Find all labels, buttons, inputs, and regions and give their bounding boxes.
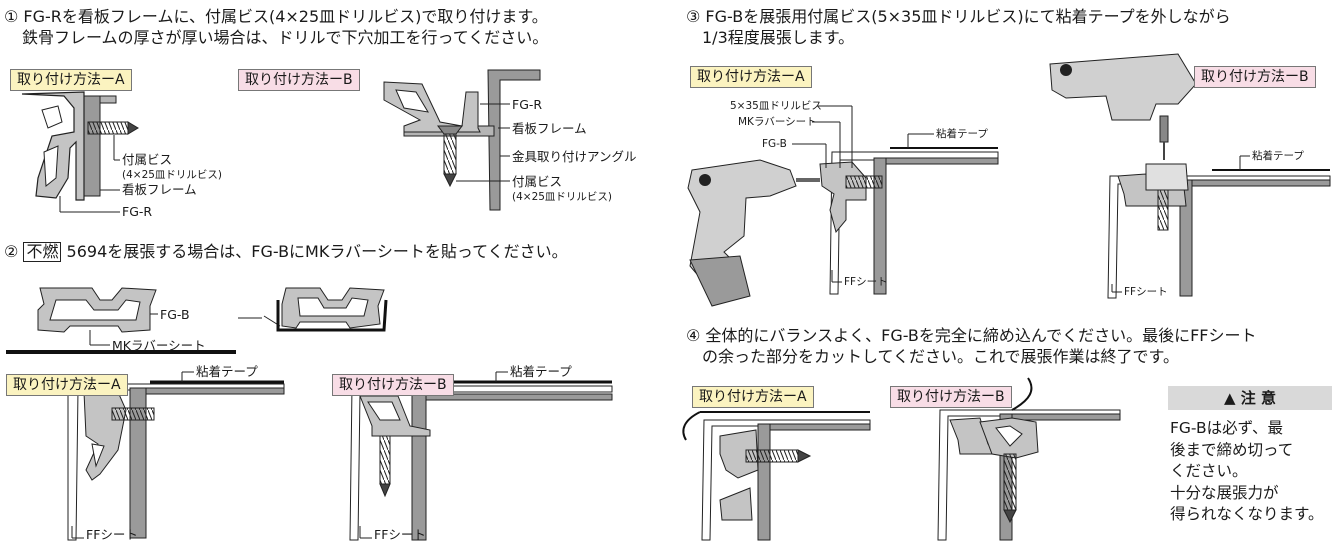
step1-line2: 鉄骨フレームの厚さが厚い場合は、ドリルで下穴加工を行ってください。 [22,28,549,47]
step1-line1: ① FG-Rを看板フレームに、付属ビス(4×25皿ドリルビス)で取り付けます。 [4,7,548,26]
step4-line2: の余った部分をカットしてください。これで展張作業は終了です。 [702,347,1179,366]
warning-title: ▲ 注 意 [1168,386,1332,410]
step1-a-frame-label: 看板フレーム [122,182,197,197]
step2-method-a-tag: 取り付け方法ーA [6,374,128,396]
step3-line2: 1/3程度展張します。 [702,28,855,47]
step3-a-tape-label: 粘着テープ [936,128,988,140]
step2-b-ff-label: FFシート [374,527,426,542]
step3-method-a-tag: 取り付け方法ーA [690,66,812,88]
step2-profiles [6,287,388,354]
step2-prefix: ② [4,242,19,261]
step3-b-ff-label: FFシート [1124,286,1168,298]
step4-method-a-tag: 取り付け方法ーA [692,386,814,408]
step1-a-screw-label: 付属ビス [122,152,173,167]
step1-b-frame-label: 看板フレーム [512,121,587,136]
warning-line: 十分な展張力が [1170,483,1279,502]
warning-body: FG-Bは必ず、最 後まで締め切って ください。 十分な展張力が 得られなくなり… [1170,418,1336,526]
step1-method-b-tag: 取り付け方法ーB [238,69,360,91]
step1-b-angle-label: 金具取り付けアングル [512,149,637,164]
step2-fgb-label: FG-B [160,307,190,322]
step4-a-diagram [682,411,871,541]
warning-line: ください。 [1170,462,1248,480]
step1-b-screw-spec: (4×25皿ドリルビス) [512,191,613,203]
step2-boxed-label: 不燃 [23,242,62,262]
step3-method-b-tag: 取り付け方法ーB [1194,66,1316,88]
step1-a-fgr-label: FG-R [122,204,153,219]
step3-a-diagram [687,105,999,307]
step3-fgb-label: FG-B [762,138,787,150]
step2-mk-label: MKラバーシート [112,338,206,353]
step3-screw-label: 5×35皿ドリルビス [730,100,822,112]
warning-line: FG-Bは必ず、最 [1170,419,1284,437]
step1-b-diagram [383,69,541,211]
step2-a-diagram [67,371,285,541]
step3-b-diagram [1049,53,1331,299]
step4-b-diagram [937,377,1121,541]
step2-b-tape-label: 粘着テープ [510,364,572,379]
step1-b-screw-label: 付属ビス [512,174,563,189]
step2-method-b-tag: 取り付け方法ーB [332,374,454,396]
step4-line1: ④ 全体的にバランスよく、FG-Bを完全に締め込んでください。最後にFFシート [686,326,1257,345]
step4-method-b-tag: 取り付け方法ーB [890,386,1012,408]
step1-a-screw-spec: (4×25皿ドリルビス) [122,169,223,181]
step1-method-a-tag: 取り付け方法ーA [10,69,132,91]
step2-a-ff-label: FFシート [86,527,138,542]
warning-line: 後まで締め切って [1170,440,1294,459]
step2-b-diagram [349,371,613,541]
step3-a-ff-label: FFシート [844,276,888,288]
step2-a-tape-label: 粘着テープ [196,364,258,379]
step3-mk-label: MKラバーシート [738,116,817,128]
step1-a-diagram [21,91,139,213]
warning-line: 得られなくなります。 [1170,505,1324,523]
step1-b-leaders [456,103,510,182]
step1-b-fgr-label: FG-R [512,97,543,112]
step3-line1: ③ FG-Bを展張用付属ビス(5×35皿ドリルビス)にて粘着テープを外しながら [686,7,1231,26]
step3-b-tape-label: 粘着テープ [1252,150,1304,162]
step2-line: ② 不燃 5694を展張する場合は、FG-BにMKラバーシートを貼ってください。 [4,241,568,262]
step2-text: 5694を展張する場合は、FG-BにMKラバーシートを貼ってください。 [66,242,568,261]
